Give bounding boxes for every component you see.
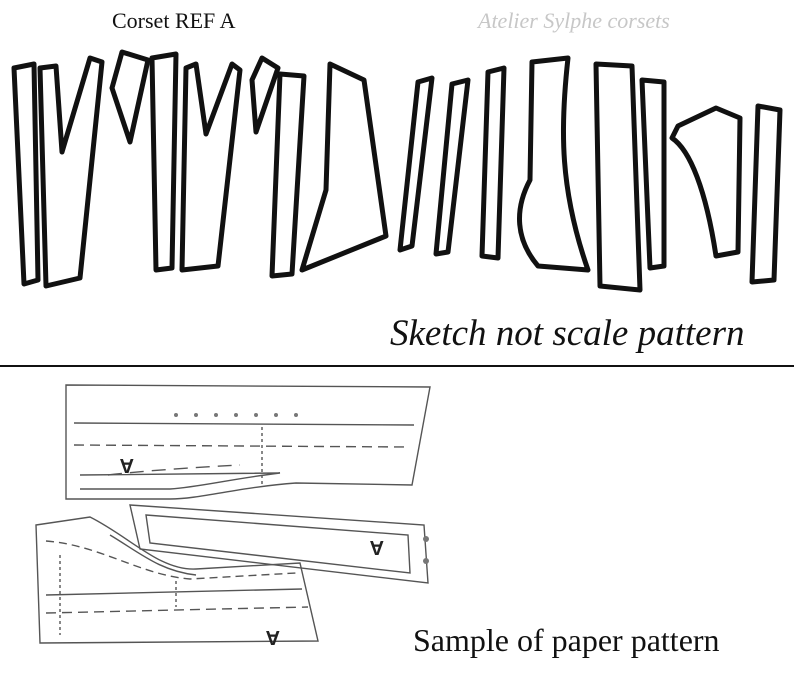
sketch-piece-9 xyxy=(397,75,435,253)
sketch-piece-8 xyxy=(299,61,389,273)
sketch-piece-5 xyxy=(179,61,243,273)
paper-piece-label-top: A xyxy=(120,454,134,476)
paper-piece-bottom xyxy=(35,516,319,644)
sketch-pieces xyxy=(11,49,783,293)
sketch-piece-14 xyxy=(639,77,667,271)
watermark-text: Atelier Sylphe corsets xyxy=(478,8,670,33)
sketch-piece-1 xyxy=(11,61,41,287)
sketch-piece-15 xyxy=(669,105,743,259)
paper-piece-middle xyxy=(129,504,429,584)
sketch-piece-13 xyxy=(593,61,643,293)
paper-piece-label-middle: A xyxy=(370,536,384,558)
sketch-piece-4 xyxy=(149,51,179,273)
sketch-piece-3 xyxy=(109,49,151,145)
paper-pattern-caption: Sample of paper pattern xyxy=(413,622,720,658)
sketch-piece-6 xyxy=(249,55,281,135)
sketch-piece-11 xyxy=(479,65,507,261)
paper-piece-top xyxy=(65,384,431,500)
paper-pattern-scan: A A A xyxy=(35,384,431,648)
sketch-caption: Sketch not scale pattern xyxy=(390,313,745,354)
section-divider xyxy=(0,365,794,367)
sketch-piece-2 xyxy=(37,55,105,289)
paper-piece-label-bottom: A xyxy=(266,626,280,648)
sketch-piece-10 xyxy=(433,77,471,257)
pattern-title: Corset REF A xyxy=(112,8,236,33)
sketch-piece-12 xyxy=(517,55,591,273)
sketch-piece-16 xyxy=(749,103,783,285)
sketch-piece-7 xyxy=(269,71,307,279)
